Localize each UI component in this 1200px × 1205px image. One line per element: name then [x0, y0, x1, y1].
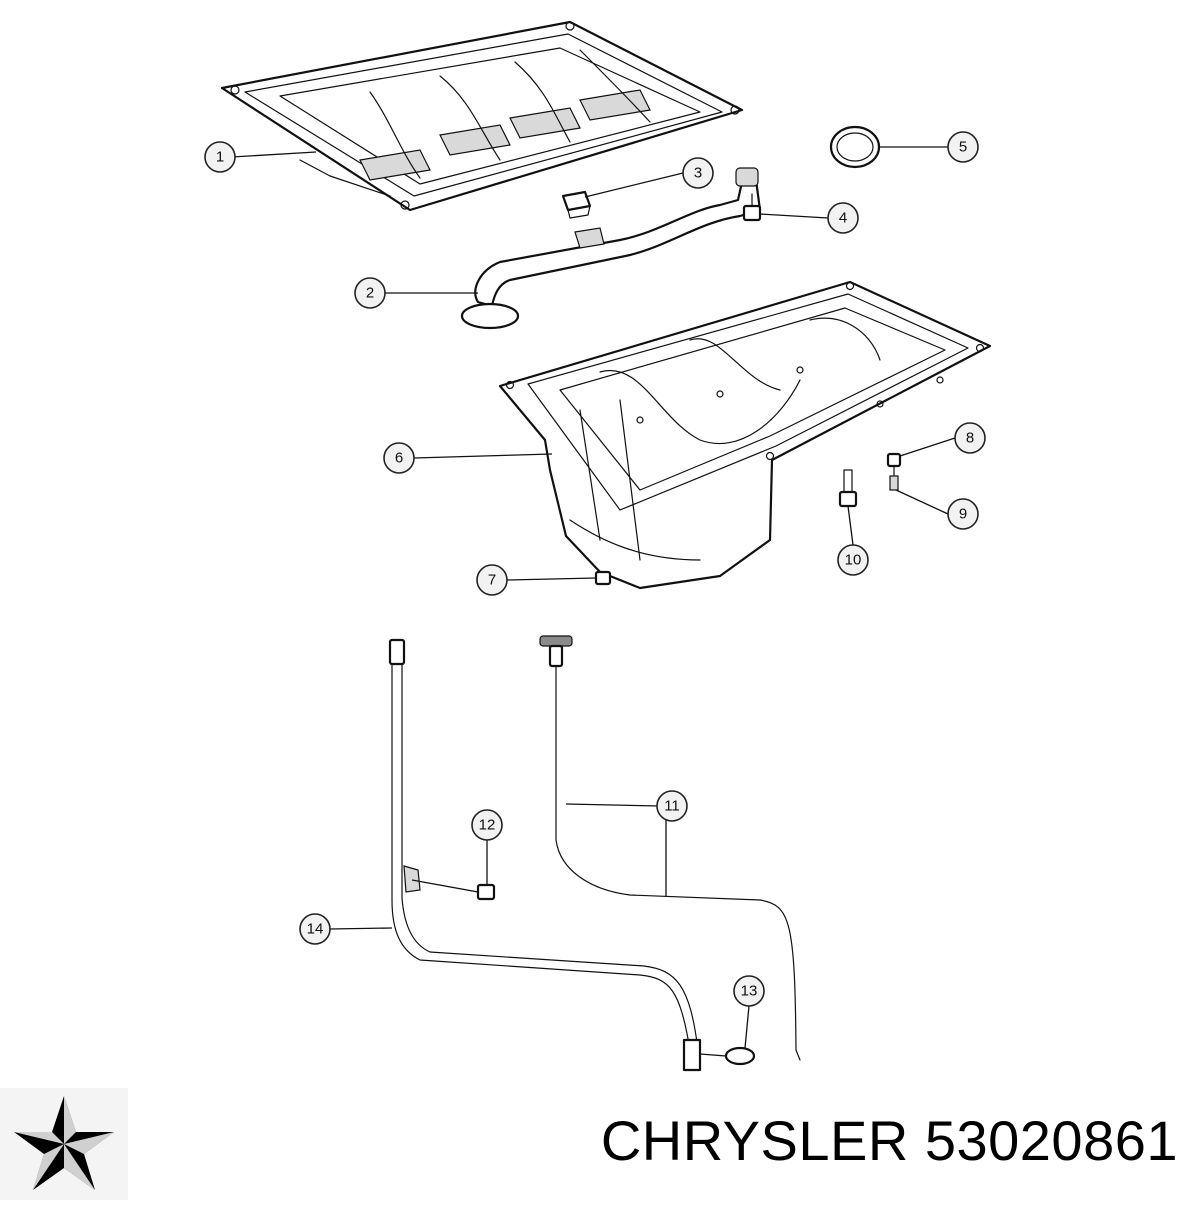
- callout-10-label: 10: [845, 552, 862, 569]
- oil-pickup-tube-part: [460, 167, 762, 330]
- callout-5-label: 5: [959, 139, 967, 156]
- callout-8: 8: [954, 422, 986, 454]
- callout-11-label: 11: [664, 798, 680, 815]
- lower-oil-pan-part: [498, 280, 992, 590]
- callout-6: 6: [383, 442, 415, 474]
- callout-14-label: 14: [307, 921, 324, 938]
- chrysler-star-icon: [0, 1088, 128, 1200]
- callout-10: 10: [837, 544, 869, 576]
- callout-7-label: 7: [488, 572, 496, 589]
- callout-11: 11: [656, 790, 688, 822]
- drain-plug-part: [594, 570, 612, 586]
- callout-2: 2: [354, 277, 386, 309]
- callout-12-label: 12: [479, 817, 496, 834]
- callout-5: 5: [947, 131, 979, 163]
- callout-3-label: 3: [694, 165, 702, 182]
- seal-part: [724, 1046, 756, 1066]
- callout-2-label: 2: [366, 285, 374, 302]
- callout-1: 1: [204, 141, 236, 173]
- callout-4: 4: [827, 202, 859, 234]
- callout-12: 12: [471, 809, 503, 841]
- callout-13: 13: [733, 975, 765, 1007]
- windage-tray-part: [220, 20, 744, 212]
- bolt-part: [742, 193, 762, 222]
- dipstick-tube-part: [388, 638, 702, 1072]
- bolt-12-part: [476, 883, 496, 901]
- part-number-caption: CHRYSLER 53020861: [600, 1109, 1178, 1172]
- stud-part: [838, 469, 858, 508]
- callout-13-label: 13: [741, 983, 758, 1000]
- leader-lines: [231, 146, 956, 1057]
- callout-14: 14: [299, 913, 331, 945]
- callout-1-label: 1: [216, 149, 224, 166]
- callout-7: 7: [476, 564, 508, 596]
- callout-9: 9: [947, 498, 979, 530]
- dipstick-part: [539, 635, 801, 1061]
- callout-4-label: 4: [839, 210, 847, 227]
- bolt-8-part: [886, 452, 902, 491]
- nut-part: [561, 190, 592, 219]
- callout-3: 3: [682, 157, 714, 189]
- o-ring-part: [829, 125, 881, 169]
- callout-6-label: 6: [395, 450, 403, 467]
- callout-8-label: 8: [966, 430, 974, 447]
- callout-9-label: 9: [959, 506, 967, 523]
